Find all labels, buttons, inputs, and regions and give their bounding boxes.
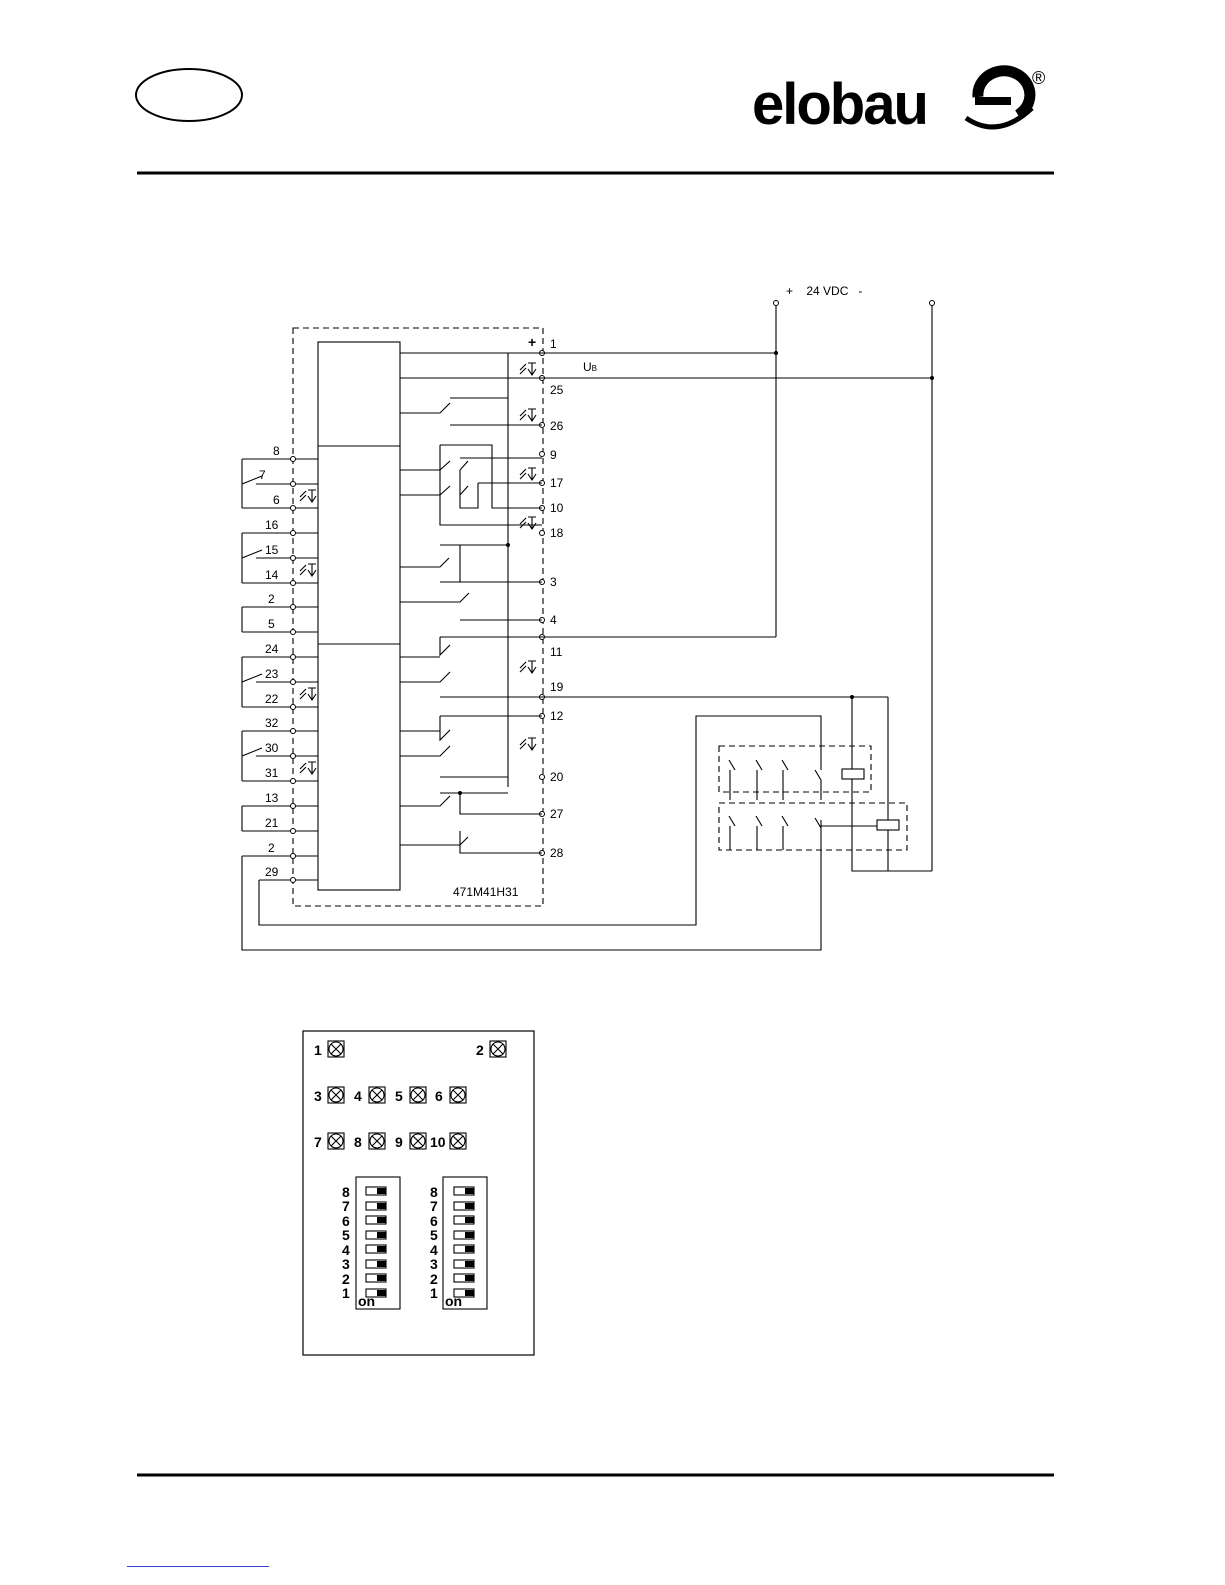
dip-switch-2: 8 7 6 5 4 3 2 1 on: [430, 1177, 487, 1309]
registered-mark: ®: [1032, 68, 1045, 88]
svg-text:7: 7: [342, 1198, 350, 1214]
left-terminal-labels: 8 7 6 16 15 14 2 5 24 23 22 32 30 31 13 …: [259, 444, 280, 879]
led-icons-right: [520, 363, 536, 750]
svg-text:9: 9: [550, 448, 557, 462]
svg-text:3: 3: [550, 575, 557, 589]
svg-text:1: 1: [342, 1285, 350, 1301]
svg-text:31: 31: [265, 766, 279, 780]
svg-text:3: 3: [430, 1256, 438, 1272]
svg-text:7: 7: [314, 1134, 322, 1150]
svg-text:29: 29: [265, 865, 279, 879]
svg-text:5: 5: [430, 1227, 438, 1243]
svg-text:21: 21: [265, 816, 279, 830]
left-terminals: [242, 457, 318, 883]
right-terminals: [540, 351, 545, 856]
svg-text:4: 4: [550, 613, 557, 627]
svg-text:23: 23: [265, 667, 279, 681]
svg-text:2: 2: [268, 841, 275, 855]
svg-text:10: 10: [430, 1134, 446, 1150]
svg-text:on: on: [358, 1293, 375, 1309]
svg-text:20: 20: [550, 770, 564, 784]
svg-text:7: 7: [430, 1198, 438, 1214]
front-panel: [303, 1031, 534, 1355]
contactor-k2: [719, 697, 907, 871]
dip-switch-1: 8 7 6 5 4 3 2 1 on: [342, 1177, 400, 1309]
svg-text:27: 27: [550, 807, 564, 821]
internal-wiring: [400, 351, 934, 853]
module-block: [318, 342, 400, 890]
svg-text:17: 17: [550, 476, 564, 490]
right-terminal-labels: 1 25 26 9 17 10 18 3 4 11 19 12 20 27 28: [550, 337, 564, 860]
svg-text:28: 28: [550, 846, 564, 860]
brand-e-logo-icon: [966, 71, 1032, 127]
svg-text:9: 9: [395, 1134, 403, 1150]
svg-text:32: 32: [265, 716, 279, 730]
svg-text:6: 6: [273, 493, 280, 507]
svg-text:1: 1: [430, 1285, 438, 1301]
svg-text:2: 2: [268, 592, 275, 606]
svg-text:3: 3: [314, 1088, 322, 1104]
supply-label: + 24 VDC -: [786, 284, 862, 298]
svg-text:13: 13: [265, 791, 279, 805]
svg-text:18: 18: [550, 526, 564, 540]
svg-text:15: 15: [265, 543, 279, 557]
svg-text:24: 24: [265, 642, 279, 656]
svg-text:2: 2: [476, 1042, 484, 1058]
svg-text:1: 1: [314, 1042, 322, 1058]
ub-label: UB: [583, 360, 597, 374]
svg-text:10: 10: [550, 501, 564, 515]
svg-text:5: 5: [395, 1088, 403, 1104]
brand-logo-text: elobau: [752, 72, 927, 137]
part-number: 471M41H31: [453, 885, 519, 899]
svg-text:8: 8: [273, 444, 280, 458]
svg-text:11: 11: [550, 645, 563, 659]
svg-text:16: 16: [265, 518, 279, 532]
header-ellipse: [136, 69, 242, 121]
svg-text:7: 7: [259, 468, 266, 482]
svg-text:3: 3: [342, 1256, 350, 1272]
svg-text:8: 8: [354, 1134, 362, 1150]
svg-text:19: 19: [550, 680, 564, 694]
svg-text:6: 6: [435, 1088, 443, 1104]
svg-text:30: 30: [265, 741, 279, 755]
svg-text:1: 1: [550, 337, 557, 351]
svg-text:22: 22: [265, 692, 279, 706]
svg-text:12: 12: [550, 709, 564, 723]
module-outline: [293, 328, 543, 906]
contactor-k1: [719, 697, 932, 871]
svg-text:25: 25: [550, 383, 564, 397]
svg-text:26: 26: [550, 419, 564, 433]
svg-text:5: 5: [342, 1227, 350, 1243]
plus-label: +: [528, 334, 536, 350]
svg-text:5: 5: [268, 617, 275, 631]
external-sensor-contacts: [242, 459, 821, 950]
svg-text:4: 4: [354, 1088, 362, 1104]
bottom-link-underline[interactable]: [127, 1566, 269, 1567]
svg-text:14: 14: [265, 568, 279, 582]
